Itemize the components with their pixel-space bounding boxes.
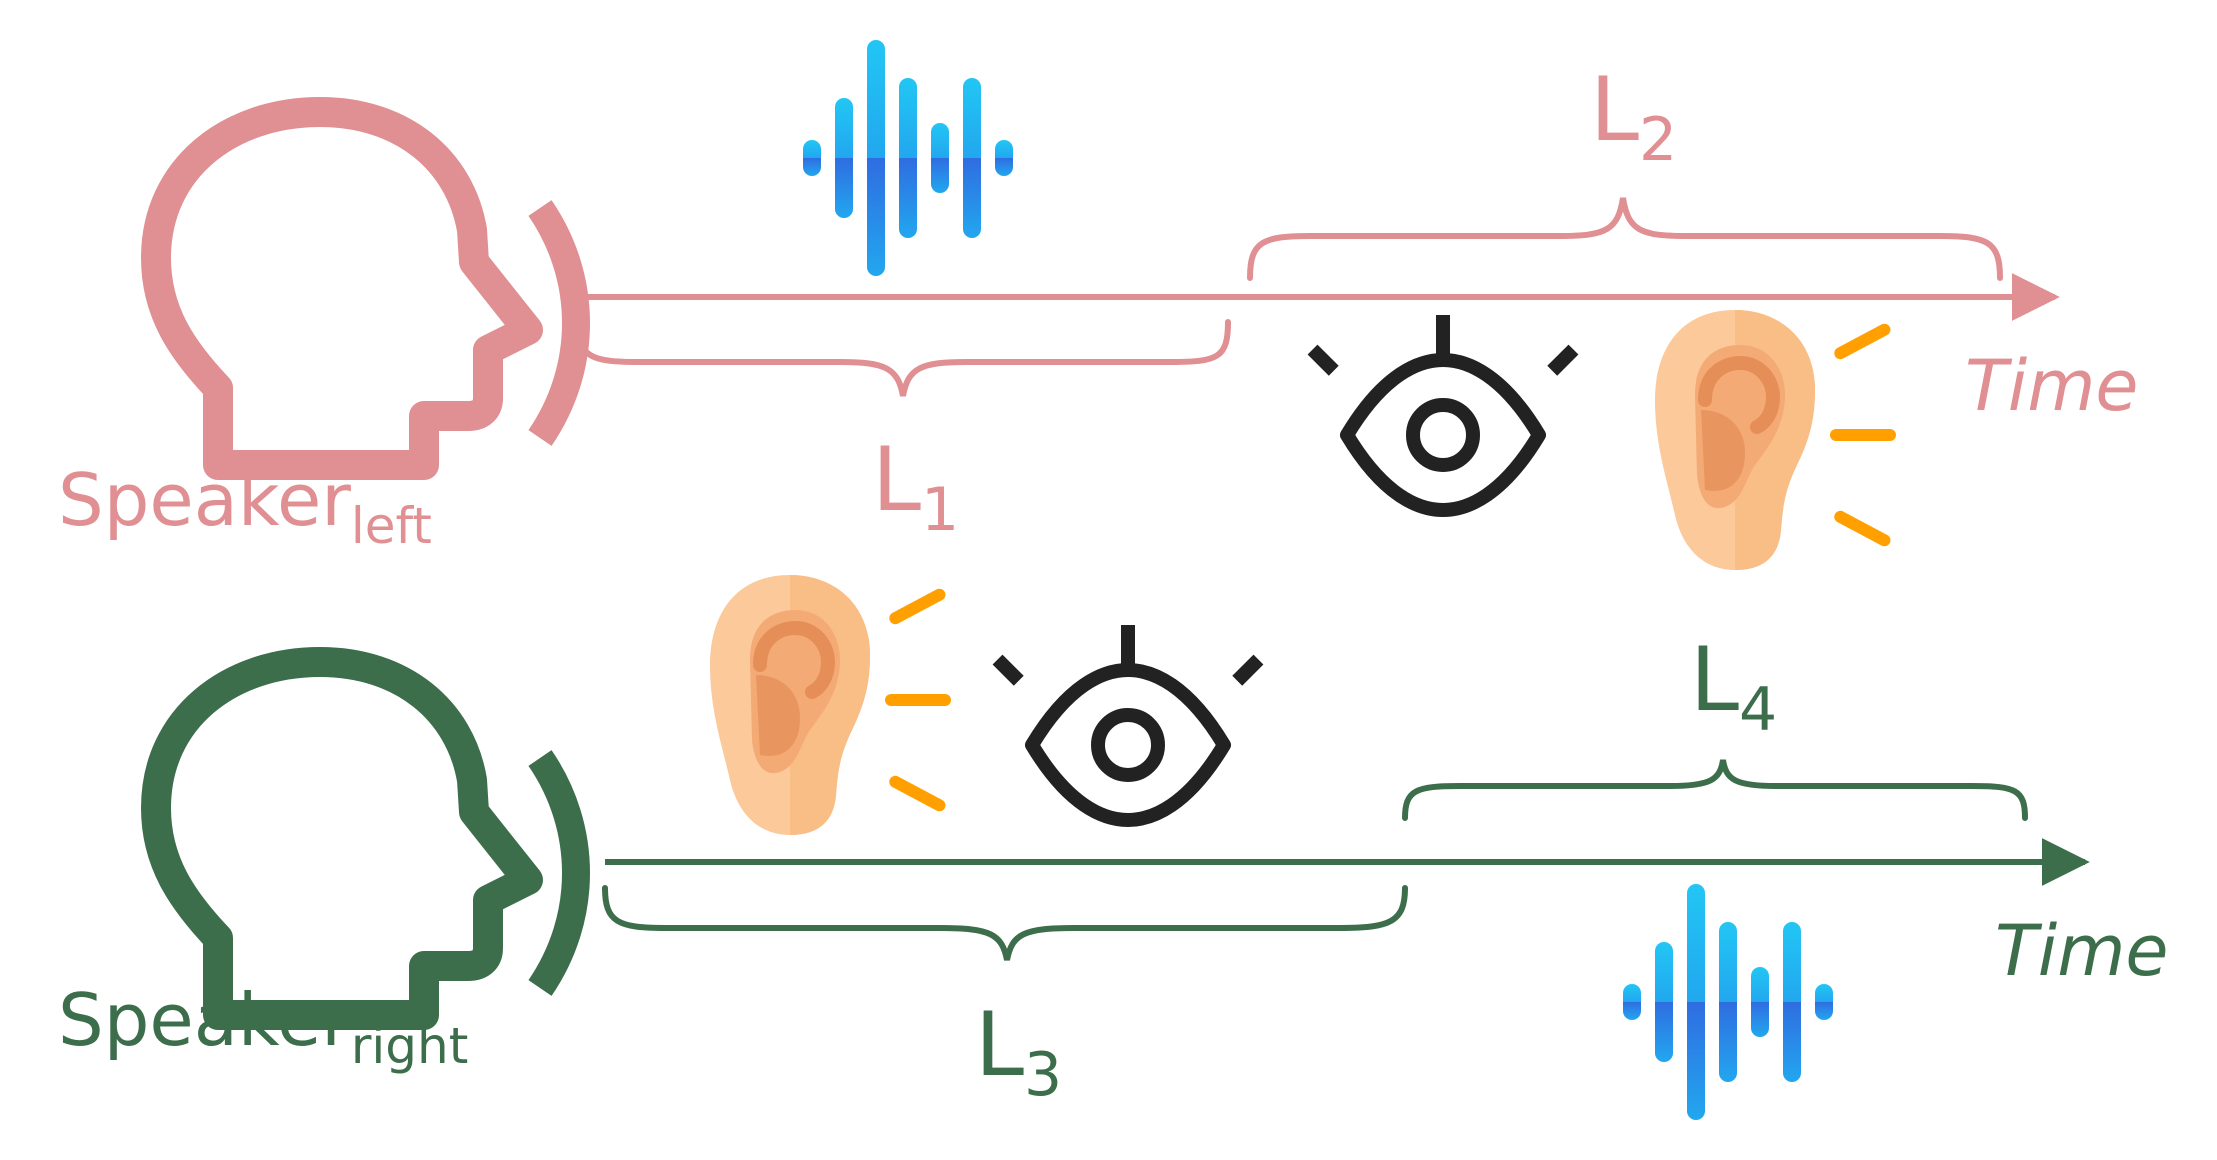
time-label-right: Time <box>1995 910 2168 992</box>
audio-waveform-right-icon <box>1623 884 1833 1120</box>
eye-right-row-icon <box>993 625 1264 820</box>
speaker-left-label: Speakerleft <box>58 458 432 555</box>
l2-label: L2 <box>1590 58 1677 175</box>
l3-brace <box>602 885 1408 961</box>
speaker-right-label: Speakerright <box>58 978 468 1075</box>
eye-left-row-icon <box>1308 315 1579 510</box>
ear-left-row-icon <box>1655 310 1896 570</box>
l1-label: L1 <box>872 428 959 545</box>
l4-brace <box>1402 759 2028 821</box>
time-label-left: Time <box>1965 345 2138 427</box>
l2-brace <box>1247 197 2003 281</box>
speaker-left-head-icon <box>156 112 576 465</box>
ear-right-row-icon <box>710 575 951 835</box>
speaker-right-head-icon <box>156 662 576 1015</box>
audio-waveform-left-icon <box>802 40 1013 276</box>
l4-label: L4 <box>1690 628 1777 745</box>
l1-brace <box>575 319 1231 397</box>
l3-label: L3 <box>975 993 1062 1110</box>
